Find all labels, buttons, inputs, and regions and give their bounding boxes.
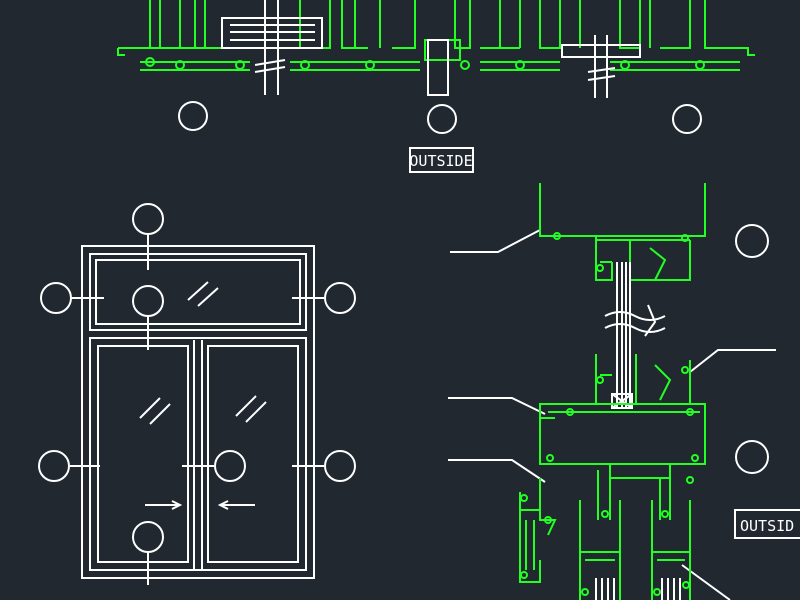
- horizontal-section-glazing: [221, 0, 641, 98]
- section-bubble: [40, 282, 72, 314]
- sash-glass-right: [661, 578, 681, 600]
- grid-bubble: [178, 101, 208, 131]
- vertical-section: OUTSID: [448, 183, 800, 600]
- head-profile: [539, 183, 706, 281]
- outside-label-top: OUTSIDE: [409, 147, 474, 173]
- section-bubble: [132, 521, 164, 553]
- outside-label-top-text: OUTSIDE: [409, 152, 472, 170]
- detail-bubble: [735, 440, 769, 474]
- section-bubble: [324, 282, 356, 314]
- grid-bubble: [427, 104, 457, 134]
- detail-bubble: [735, 224, 769, 258]
- window-elevation: [38, 203, 356, 585]
- section-bubble: [214, 450, 246, 482]
- vertical-glass: [604, 262, 666, 409]
- section-bubble: [38, 450, 70, 482]
- outside-label-right: OUTSID: [734, 509, 800, 539]
- section-bubble: [132, 285, 164, 317]
- sash-glass-left: [595, 578, 615, 600]
- sill-profile: [519, 464, 694, 600]
- horizontal-section: OUTSIDE: [117, 0, 755, 173]
- section-bubble: [324, 450, 356, 482]
- horizontal-section-profile: [117, 0, 755, 71]
- outside-label-right-text: OUTSID: [740, 517, 794, 535]
- transom-profile: [539, 354, 706, 465]
- section-bubble: [132, 203, 164, 235]
- grid-bubble: [672, 104, 702, 134]
